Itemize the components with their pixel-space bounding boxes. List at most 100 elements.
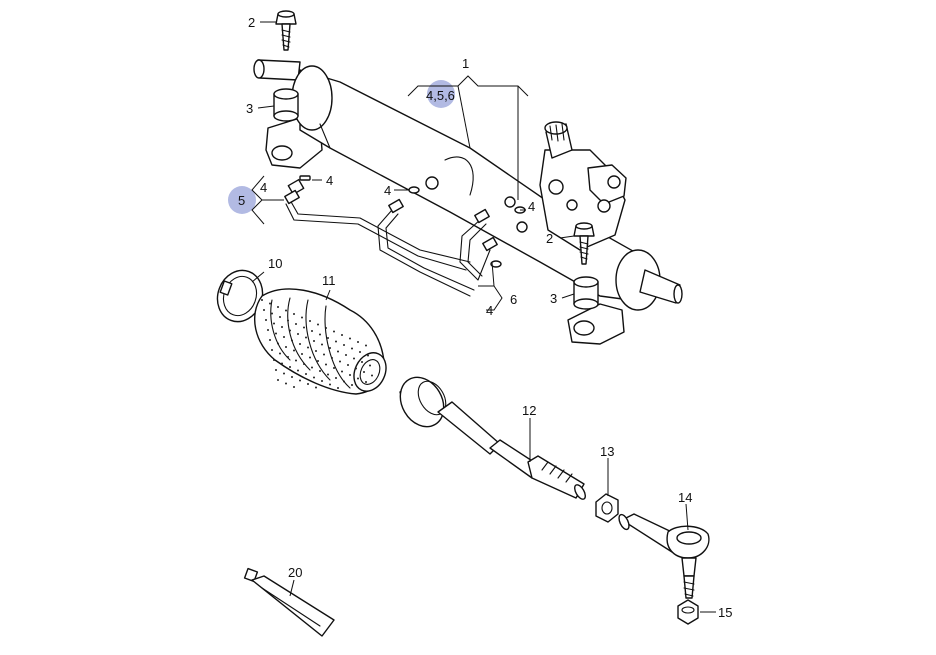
ball-joint-nut[interactable] bbox=[677, 599, 699, 625]
boot-texture-dot bbox=[343, 344, 345, 346]
boot-texture-dot bbox=[335, 340, 337, 343]
boot-texture-dot bbox=[355, 367, 357, 370]
boot-texture-dot bbox=[275, 332, 277, 335]
hydraulic-line-right[interactable] bbox=[377, 198, 498, 297]
callout-5[interactable]: 5 bbox=[238, 193, 245, 208]
boot-texture-dot bbox=[293, 386, 295, 388]
boot-texture-dot bbox=[371, 374, 373, 377]
boot-texture-dot bbox=[293, 313, 295, 315]
leader-lines bbox=[251, 21, 716, 613]
highlight-marker-5[interactable] bbox=[228, 186, 256, 214]
boot-texture-dot bbox=[351, 347, 353, 350]
bushing-upper[interactable] bbox=[273, 88, 299, 122]
boot-texture-dot bbox=[329, 347, 331, 349]
hydraulic-line-left[interactable] bbox=[284, 178, 471, 271]
boot-texture-dot bbox=[341, 334, 343, 336]
boot-texture-dot bbox=[269, 339, 271, 341]
callout-11[interactable]: 11 bbox=[322, 273, 336, 288]
callout-3-lower[interactable]: 3 bbox=[550, 291, 557, 306]
boot-texture-dot bbox=[291, 339, 293, 342]
boot-texture-dot bbox=[343, 380, 345, 383]
boot-texture-dot bbox=[281, 362, 283, 365]
boot-texture-dot bbox=[331, 357, 333, 359]
boot-texture-dot bbox=[303, 363, 305, 365]
boot-texture-dot bbox=[351, 384, 353, 386]
steering-rack-housing[interactable] bbox=[253, 59, 683, 345]
boot-texture-dot bbox=[285, 382, 287, 385]
boot-texture-dot bbox=[311, 330, 313, 332]
boot-texture-dot bbox=[319, 333, 321, 336]
boot-texture-dot bbox=[365, 344, 367, 347]
bolt-upper[interactable] bbox=[275, 10, 297, 51]
callout-456[interactable]: 4,5,6 bbox=[426, 88, 455, 103]
boot-texture-dot bbox=[275, 369, 277, 371]
bushing-lower[interactable] bbox=[573, 276, 599, 310]
boot-texture-dot bbox=[347, 364, 349, 366]
boot-texture-dot bbox=[297, 333, 299, 335]
boot-texture-dot bbox=[357, 377, 359, 380]
callout-2-upper[interactable]: 2 bbox=[248, 15, 255, 30]
boot-texture-dot bbox=[281, 326, 283, 328]
boot-texture-dot bbox=[323, 353, 325, 356]
callout-10[interactable]: 10 bbox=[268, 256, 282, 271]
callout-3-upper[interactable]: 3 bbox=[246, 101, 253, 116]
boot-texture-dot bbox=[277, 342, 279, 345]
boot-texture-dot bbox=[329, 383, 331, 386]
boot-texture-dot bbox=[303, 326, 305, 329]
callout-14[interactable]: 14 bbox=[678, 490, 692, 505]
boot-texture-dot bbox=[261, 299, 263, 301]
boot-texture-dot bbox=[359, 351, 361, 353]
boot-texture-dot bbox=[279, 352, 281, 355]
boot-texture-dot bbox=[367, 354, 369, 357]
boot-texture-dot bbox=[293, 349, 295, 352]
boot-texture-dot bbox=[369, 364, 371, 367]
grease-tube[interactable] bbox=[243, 567, 335, 637]
clamp-ring[interactable] bbox=[210, 264, 269, 328]
boot-texture-dot bbox=[307, 346, 309, 349]
inner-tie-rod[interactable] bbox=[392, 369, 588, 500]
boot-texture-dot bbox=[325, 363, 327, 366]
lock-nut[interactable] bbox=[595, 493, 619, 523]
callout-12[interactable]: 12 bbox=[522, 403, 536, 418]
seal-rings[interactable] bbox=[299, 175, 526, 268]
boot-texture-dot bbox=[341, 370, 343, 373]
callout-6[interactable]: 6 bbox=[510, 292, 517, 307]
boot-texture-dot bbox=[279, 316, 281, 318]
boot-texture-dot bbox=[309, 320, 311, 322]
boot-texture-dot bbox=[283, 372, 285, 375]
boot-texture-dot bbox=[321, 343, 323, 346]
boot-texture-dot bbox=[357, 341, 359, 343]
callout-13[interactable]: 13 bbox=[600, 444, 614, 459]
callout-4-d[interactable]: 4 bbox=[528, 199, 535, 214]
callout-20[interactable]: 20 bbox=[288, 565, 302, 580]
boot-texture-dot bbox=[299, 343, 301, 345]
boot-texture-dot bbox=[291, 376, 293, 378]
boot-texture-dot bbox=[361, 361, 363, 363]
boot-texture-dot bbox=[307, 383, 309, 385]
callout-4-c[interactable]: 4 bbox=[384, 183, 391, 198]
boot-texture-dot bbox=[271, 312, 273, 315]
boot-texture-dot bbox=[311, 366, 313, 369]
boot-texture-dot bbox=[277, 306, 279, 308]
callout-labels: 2 3 1 4,5,6 4 4 5 4 4 2 3 6 4 10 11 12 1… bbox=[238, 15, 732, 620]
boot-texture-dot bbox=[297, 369, 299, 372]
callout-15[interactable]: 15 bbox=[718, 605, 732, 620]
boot-texture-dot bbox=[315, 350, 317, 352]
bolt-lower[interactable] bbox=[573, 222, 595, 265]
rubber-boot[interactable] bbox=[254, 288, 392, 397]
highlight-marker-456[interactable] bbox=[427, 80, 455, 108]
boot-texture-dot bbox=[353, 357, 355, 360]
callout-2-lower[interactable]: 2 bbox=[546, 231, 553, 246]
boot-texture-dot bbox=[335, 377, 337, 379]
boot-texture-dot bbox=[287, 356, 289, 358]
callout-4-a[interactable]: 4 bbox=[326, 173, 333, 188]
tie-rod-end[interactable] bbox=[617, 513, 710, 599]
boot-texture-dot bbox=[319, 370, 321, 372]
callout-1[interactable]: 1 bbox=[462, 56, 469, 71]
callout-4-e[interactable]: 4 bbox=[486, 303, 493, 318]
boot-texture-dot bbox=[283, 336, 285, 338]
boot-texture-dot bbox=[265, 319, 267, 321]
callout-4-b[interactable]: 4 bbox=[260, 180, 267, 195]
boot-texture-dot bbox=[305, 373, 307, 375]
boot-texture-dot bbox=[277, 379, 279, 381]
